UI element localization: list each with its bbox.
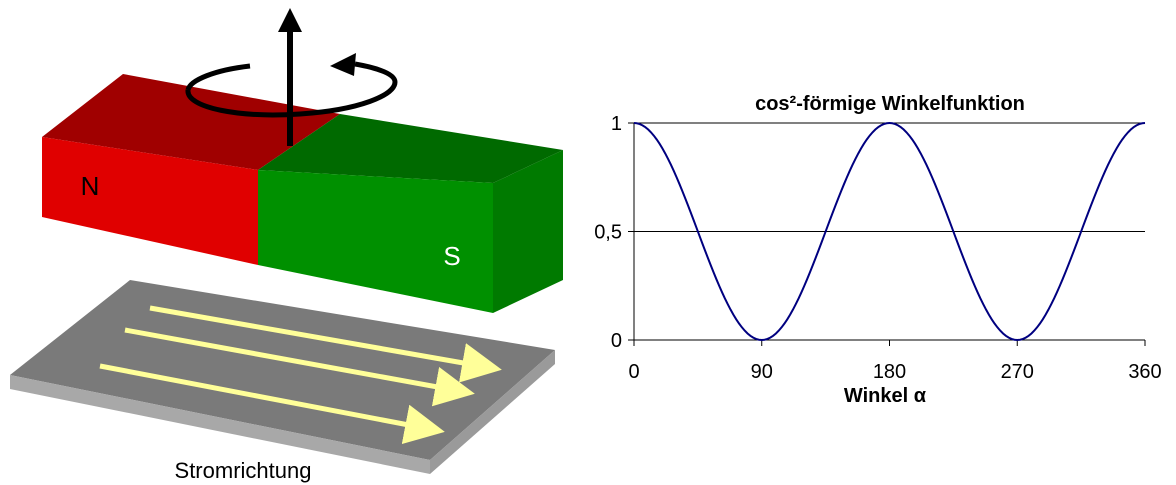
plate-caption: Stromrichtung <box>175 458 312 483</box>
north-front-face <box>42 137 258 265</box>
rotation-ellipse-front <box>185 61 398 118</box>
current-arrow-3 <box>99 363 445 445</box>
south-front-face <box>258 170 493 313</box>
current-arrow-2 <box>124 327 475 407</box>
north-top-face <box>42 74 340 170</box>
y-tick-label: 0,5 <box>594 222 622 244</box>
rotation-ellipse-back <box>185 63 251 92</box>
x-tick-label: 360 <box>1128 361 1161 383</box>
x-axis-label: Winkel α <box>844 385 927 407</box>
bar-magnet <box>42 74 563 313</box>
current-arrow-1 <box>149 305 502 383</box>
south-side-face <box>493 150 563 313</box>
x-tick-label: 270 <box>1001 361 1034 383</box>
cos-squared-chart: cos²-förmige Winkelfunktion Winkel α 0 0,… <box>594 93 1162 407</box>
plate-front-edge <box>10 375 430 474</box>
x-tick-label: 90 <box>751 361 773 383</box>
chart-title: cos²-förmige Winkelfunktion <box>755 93 1025 115</box>
y-tick-label: 0 <box>611 330 622 352</box>
rotation-axis-arrowhead <box>278 8 302 32</box>
south-pole-label: S <box>443 241 460 271</box>
plate-right-edge <box>430 350 555 474</box>
y-tick-label: 1 <box>611 113 622 135</box>
x-tick-label: 0 <box>628 361 639 383</box>
rotation-indicator <box>185 8 398 146</box>
cos-squared-series-line <box>633 121 1146 342</box>
north-pole-label: N <box>81 171 100 201</box>
current-plate <box>10 280 555 474</box>
rotation-arrowhead <box>330 53 356 76</box>
south-top-face <box>258 114 563 183</box>
x-tick-label: 180 <box>873 361 906 383</box>
